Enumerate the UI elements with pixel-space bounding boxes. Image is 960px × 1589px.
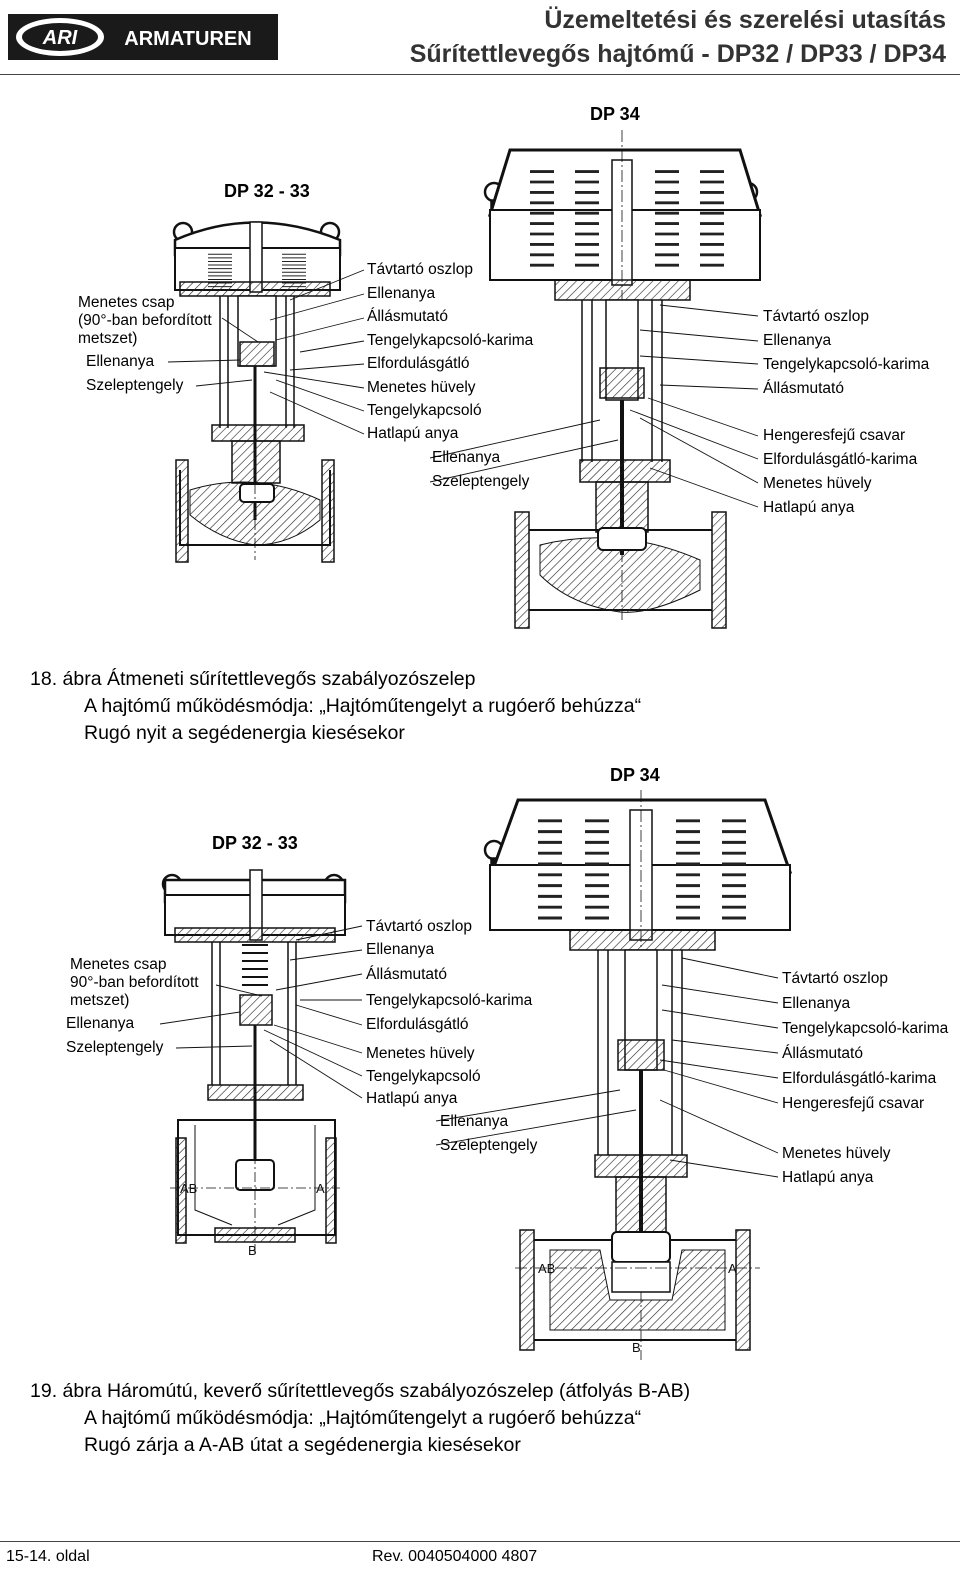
fig19-caption-title: 19. ábra Háromútú, keverő sűrítettlevegő… [30,1380,691,1402]
fig19-label-mid-1: Ellenanya [366,941,435,958]
fig19-label-mid-6: Tengelykapcsoló [366,1068,481,1085]
fig18-model-dp34: DP 34 [590,104,640,124]
fig18-label-mid-1: Ellenanya [367,285,436,302]
fig19-label-rotated: 90°-ban befordított [70,974,199,991]
fig18-caption-line2: A hajtómű működésmódja: „Hajtóműtengelyt… [84,695,642,717]
fig18-label-mid-locknut: Ellenanya [432,449,501,466]
fig19-label-right-2: Tengelykapcsoló-karima [782,1020,949,1037]
fig19-model-dp34: DP 34 [610,765,660,785]
fig18-label-right-3: Állásmutató [763,380,844,397]
fig19-label-threaded-plug: Menetes csap [70,956,167,973]
fig19-label-mid-7: Hatlapú anya [366,1090,458,1107]
fig18-dp32-drawing [172,221,342,563]
fig19-label-mid-2: Állásmutató [366,966,447,983]
fig19-label-section: metszet) [70,992,130,1009]
fig18-label-mid-7: Hatlapú anya [367,425,459,442]
fig19-large-port-b: B [632,1340,641,1355]
fig18-dp34-drawing [483,130,763,629]
svg-text:ARMATUREN: ARMATUREN [124,28,251,50]
fig18-caption-line3: Rugó nyit a segédenergia kiesésekor [84,722,405,744]
fig18-model-dp32-33: DP 32 - 33 [224,181,310,201]
fig18-caption-title: 18. ábra Átmeneti sűrítettlevegős szabál… [30,668,476,690]
fig19-label-right-6: Menetes hüvely [782,1145,891,1162]
fig19-dp32-drawing: AB A B [161,869,347,1258]
fig19-small-port-a: A [316,1181,325,1196]
fig19-label-mid-locknut: Ellenanya [440,1113,509,1130]
fig19-large-port-a: A [728,1261,737,1276]
fig19-label-mid-3: Tengelykapcsoló-karima [366,992,533,1009]
fig19-label-right-1: Ellenanya [782,995,851,1012]
fig19-label-mid-0: Távtartó oszlop [366,918,472,935]
fig18-label-rotated: (90°-ban befordított [78,312,212,329]
fig19-label-right-0: Távtartó oszlop [782,970,888,987]
fig19-leader-lines [159,925,779,1178]
header-divider [0,74,960,75]
fig18-label-mid-valve-stem: Szeleptengely [432,473,530,490]
fig18-label-mid-4: Elfordulásgátló [367,355,470,372]
fig18-label-mid-3: Tengelykapcsoló-karima [367,332,534,349]
document-subtitle: Sűrítettlevegős hajtómű - DP32 / DP33 / … [409,40,946,68]
fig19-model-dp32-33: DP 32 - 33 [212,833,298,853]
fig19-label-mid-4: Elfordulásgátló [366,1016,469,1033]
fig19-label-right-3: Állásmutató [782,1045,863,1062]
revision-number: Rev. 0040504000 4807 [372,1548,538,1565]
fig19-label-mid-5: Menetes hüvely [366,1045,475,1062]
fig19-label-right-5: Hengeresfejű csavar [782,1095,925,1112]
fig19-small-port-b: B [248,1243,257,1258]
page-number: 15-14. oldal [6,1548,90,1565]
fig18-label-mid-5: Menetes hüvely [367,379,476,396]
document-title: Üzemeltetési és szerelési utasítás [544,6,946,34]
fig19-caption-line2: A hajtómű működésmódja: „Hajtóműtengelyt… [84,1407,642,1429]
fig19-label-right-7: Hatlapú anya [782,1169,874,1186]
fig18-label-right-4: Hengeresfejű csavar [763,427,906,444]
fig18-label-right-1: Ellenanya [763,332,832,349]
fig19-dp34-drawing: AB A B [483,790,793,1360]
footer-divider [0,1541,960,1542]
ari-armaturen-logo: ARI ARMATUREN [8,14,278,60]
fig19-label-right-4: Elfordulásgátló-karima [782,1070,937,1087]
fig18-leader-lines [167,269,759,508]
fig18-label-valve-stem-left: Szeleptengely [86,377,184,394]
fig18-label-mid-0: Távtartó oszlop [367,261,473,278]
fig18-label-right-6: Menetes hüvely [763,475,872,492]
fig18-label-mid-6: Tengelykapcsoló [367,402,482,419]
fig19-label-mid-valve-stem: Szeleptengely [440,1137,538,1154]
fig18-label-right-0: Távtartó oszlop [763,308,869,325]
fig18-label-locknut-left: Ellenanya [86,353,155,370]
fig18-label-mid-2: Állásmutató [367,308,448,325]
fig18-label-right-7: Hatlapú anya [763,499,855,516]
fig18-label-right-5: Elfordulásgátló-karima [763,451,918,468]
fig19-small-port-ab: AB [180,1181,197,1196]
fig18-label-threaded-plug: Menetes csap [78,294,175,311]
fig19-caption-line3: Rugó zárja a A-AB útat a segédenergia ki… [84,1434,521,1456]
fig19-label-valve-stem-left: Szeleptengely [66,1039,164,1056]
fig19-large-port-ab: AB [538,1261,555,1276]
fig18-label-section: metszet) [78,330,138,347]
svg-text:ARI: ARI [42,27,78,49]
fig18-label-right-2: Tengelykapcsoló-karima [763,356,930,373]
fig19-label-locknut-left: Ellenanya [66,1015,135,1032]
